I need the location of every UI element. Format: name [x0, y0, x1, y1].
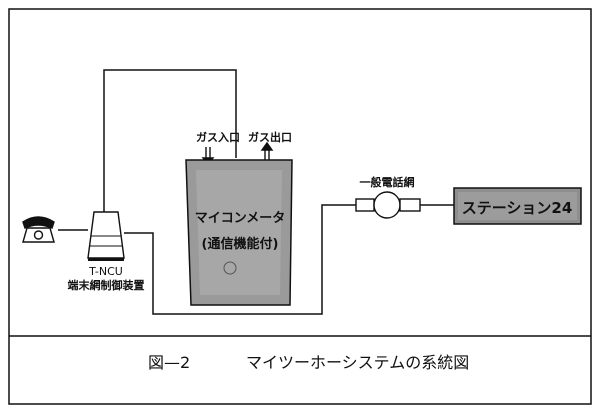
station-label: ステーション24 [462, 199, 573, 217]
network-label: 一般電話網 [360, 175, 415, 189]
gas-inlet-label: ガス入口 [196, 130, 240, 144]
outer-frame [8, 8, 592, 405]
station-24-box: ステーション24 [453, 187, 582, 225]
meter-label-line1: マイコンメータ [195, 211, 286, 226]
tncu-device [87, 211, 125, 261]
gas-outlet-label: ガス出口 [248, 130, 292, 144]
tncu-label-line2: 端末網制御装置 [68, 278, 145, 292]
meter-label-line2: (通信機能付) [202, 236, 279, 252]
figure-number: 図—2 [148, 353, 190, 372]
tncu-network-line [124, 204, 356, 315]
microcomputer-meter: マイコンメータ (通信機能付) [185, 159, 293, 306]
telephone-icon [22, 216, 55, 243]
tncu-label-line1: T-NCU [88, 265, 123, 278]
caption-title: マイツーホーシステムの系統図 [246, 353, 469, 372]
telephone-network-icon [355, 191, 421, 219]
tncu-meter-line [103, 69, 237, 212]
connection-lines [58, 69, 454, 315]
gas-outlet-arrowhead [260, 141, 274, 151]
